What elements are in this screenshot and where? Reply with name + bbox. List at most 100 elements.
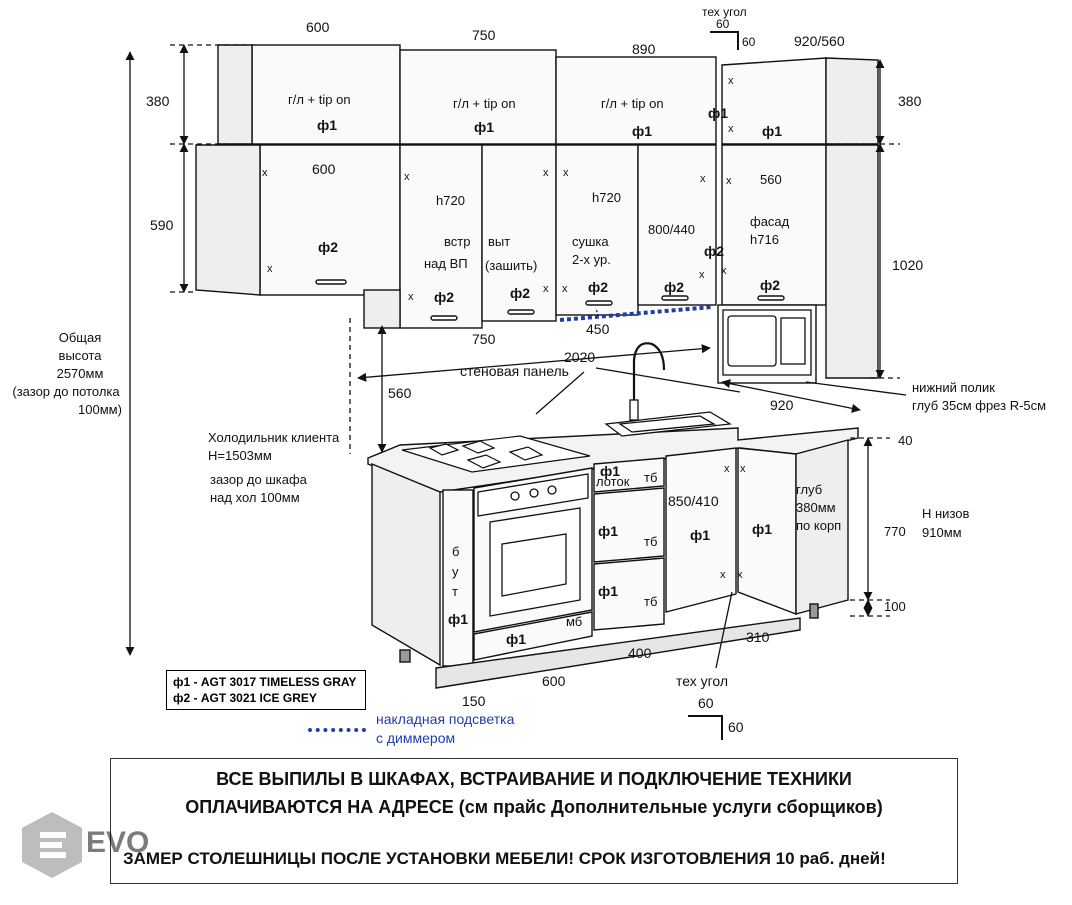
svg-text:x: x [699,269,705,281]
legend-f1: ф1 - AGT 3017 TIMELESS GRAY [173,675,357,689]
bottom-shelf-1: нижний полик [912,380,995,395]
legend-f2: ф2 - AGT 3021 ICE GREY [173,691,317,705]
dim-380-right: 380 [898,93,922,109]
fridge-gap-2: над хол 100мм [210,490,300,505]
upper-label-3: г/л + tip on [601,96,664,111]
wall-zashit: (зашить) [485,258,537,273]
dim-40: 40 [898,433,912,448]
dim-750-lower: 750 [472,331,496,347]
wall-f2-b: ф2 [434,289,454,305]
fridge-2: H=1503мм [208,448,272,463]
svg-text:x: x [737,569,743,581]
total-height-1: Общая [59,330,102,345]
dim-1020: 1020 [892,257,923,273]
but-3: т [452,584,458,599]
total-height-3: 2570мм [57,366,104,381]
upper-cabinet-row [217,44,879,145]
svg-text:x: x [724,463,730,475]
wall-w600: 600 [312,161,336,177]
svg-text:x: x [262,167,268,179]
material-legend: ф1 - AGT 3017 TIMELESS GRAY ф2 - AGT 302… [166,670,366,710]
drawer-3 [593,557,665,631]
svg-text:x: x [267,263,273,275]
corner-bot-a: 60 [698,695,714,711]
dim-100: 100 [884,599,906,614]
base-f1-dr3: ф1 [598,583,618,599]
wall-vyt: выт [488,234,510,249]
drawer-2 [593,487,665,563]
wall-f2-c: ф2 [510,285,530,301]
oven-drawer [473,611,593,661]
upper-label-1: г/л + tip on [288,92,351,107]
tall-side [825,144,879,379]
dim-400: 400 [628,645,652,661]
h-low-1: Н низов [922,506,969,521]
svg-text:x: x [720,569,726,581]
corner-top-a: 60 [716,17,730,31]
drawer-lotok [593,457,665,493]
svg-text:x: x [562,283,568,295]
total-height-5: 100мм) [78,402,122,417]
plinth [435,617,801,689]
dim-top-750: 750 [472,27,496,43]
note-line-2: ОПЛАЧИВАЮТСЯ НА АДРЕСЕ (см прайс Дополни… [185,797,883,817]
wall-800-440: 800/440 [648,222,695,237]
wall-cabinet-vyt [481,144,557,322]
upper-cabinet-1 [251,44,401,145]
oven [477,473,589,617]
upper-cabinet-2 [399,49,557,145]
wall-cabinet-vstr [399,144,483,329]
dim-560: 560 [388,385,412,401]
wall-fasad: фасад [750,214,790,229]
lighting-line-2: с диммером [376,730,456,746]
bottom-shelf-2: глуб 35см фрез R-5см [912,398,1046,413]
svg-text:x: x [721,265,727,277]
wall-cabinets [195,144,879,384]
svg-text:x: x [543,167,549,179]
base-tb-c: тб [644,594,657,609]
wall-w560: 560 [760,172,782,187]
wall-cabinet-corner [721,144,827,306]
sink-cabinet [665,447,737,613]
base-f1-dr2: ф1 [598,523,618,539]
dim-450: 450 [586,321,610,337]
lighting-note: накладная подсветка с диммером [376,710,514,748]
note-line-1: ВСЕ ВЫПИЛЫ В ШКАФАХ, ВСТРАИВАНИЕ И ПОДКЛ… [216,769,852,789]
logo-text: EVO [86,826,149,859]
dim-380-left: 380 [146,93,170,109]
upper-f1-3: ф1 [632,123,652,139]
dim-600-bottom: 600 [542,673,566,689]
corner-bot-title: тех угол [676,673,728,689]
svg-text:x: x [404,171,410,183]
base-f1-lotok: ф1 [600,463,620,479]
upper-f1-2: ф1 [474,119,494,135]
sink [604,342,732,437]
wall-sushka: сушка [572,234,609,249]
base-f1-mb: ф1 [506,631,526,647]
wall-vstr: встр [444,234,470,249]
dim-top-890: 890 [632,41,656,57]
wall-nad-vp: над ВП [424,256,468,271]
wall-h716: h716 [750,232,779,247]
wall-f2-left: ф2 [318,239,338,255]
dim-590: 590 [150,217,174,233]
depth-3: по корп [796,518,841,533]
svg-text:x: x [728,123,734,135]
h-low-2: 910мм [922,525,962,540]
wall-f2-f: ф2 [704,243,724,259]
lighting-line-1: накладная подсветка [376,711,515,727]
base-850-410: 850/410 [668,493,719,509]
microwave [722,309,812,376]
upper-f1-1: ф1 [317,117,337,133]
depth-2: 380мм [796,500,836,515]
depth-1: глуб [796,482,822,497]
base-mb: мб [566,614,582,629]
dim-2020: 2020 [564,349,595,365]
upper-side [217,44,253,145]
corner-bot-b: 60 [728,719,744,735]
wall-f2-g: ф2 [760,277,780,293]
svg-text:x: x [563,167,569,179]
wall-f2-d: ф2 [588,279,608,295]
but-1: б [452,544,459,559]
